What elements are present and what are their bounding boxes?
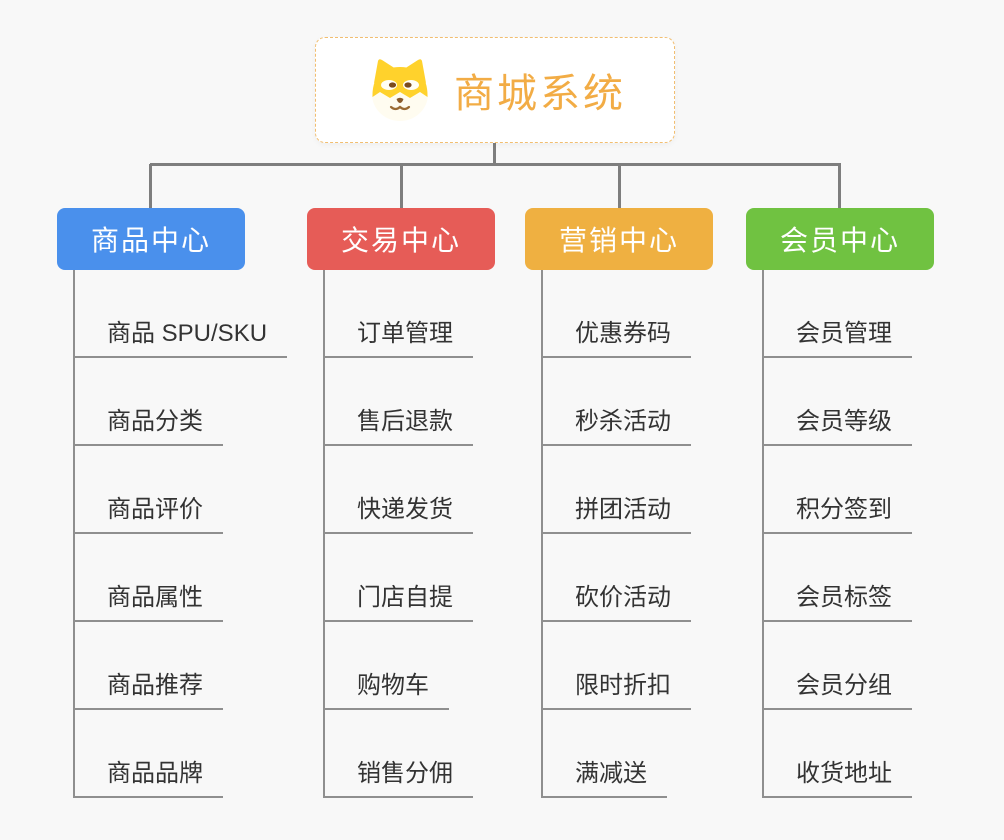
connector-stub-member xyxy=(838,164,841,208)
child-label: 拼团活动 xyxy=(543,489,691,534)
child-label: 门店自提 xyxy=(325,577,473,622)
branch-label: 营销中心 xyxy=(558,225,679,256)
child-node[interactable]: 拼团活动 xyxy=(543,446,713,534)
child-label: 会员分组 xyxy=(764,665,912,710)
child-label: 会员管理 xyxy=(764,313,912,358)
child-label: 商品分类 xyxy=(75,401,223,446)
branch-node-trade-center[interactable]: 交易中心 xyxy=(307,208,495,270)
child-label: 会员等级 xyxy=(764,401,912,446)
child-label: 商品评价 xyxy=(75,489,223,534)
branch-product-center: 商品中心 商品 SPU/SKU 商品分类 商品评价 商品属性 商品推荐 商品品牌 xyxy=(57,208,288,798)
branch-member-center: 会员中心 会员管理 会员等级 积分签到 会员标签 会员分组 收货地址 xyxy=(746,208,934,798)
child-node[interactable]: 满减送 xyxy=(543,710,713,798)
child-node[interactable]: 订单管理 xyxy=(325,270,495,358)
child-label: 收货地址 xyxy=(764,753,912,798)
child-node[interactable]: 商品品牌 xyxy=(75,710,245,798)
child-label: 购物车 xyxy=(325,665,449,710)
child-node[interactable]: 积分签到 xyxy=(764,446,934,534)
branch-node-product-center[interactable]: 商品中心 xyxy=(57,208,245,270)
child-node[interactable]: 会员分组 xyxy=(764,622,934,710)
branch-children: 会员管理 会员等级 积分签到 会员标签 会员分组 收货地址 xyxy=(762,270,934,798)
child-node[interactable]: 商品属性 xyxy=(75,534,245,622)
child-label: 积分签到 xyxy=(764,489,912,534)
connector-horizontal xyxy=(150,163,841,166)
branch-node-marketing-center[interactable]: 营销中心 xyxy=(525,208,713,270)
child-node[interactable]: 门店自提 xyxy=(325,534,495,622)
child-node[interactable]: 销售分佣 xyxy=(325,710,495,798)
child-node[interactable]: 商品分类 xyxy=(75,358,245,446)
child-node[interactable]: 商品推荐 xyxy=(75,622,245,710)
connector-stub-marketing xyxy=(618,164,621,208)
child-node[interactable]: 秒杀活动 xyxy=(543,358,713,446)
child-label: 砍价活动 xyxy=(543,577,691,622)
child-label: 订单管理 xyxy=(325,313,473,358)
child-node[interactable]: 商品评价 xyxy=(75,446,245,534)
child-label: 限时折扣 xyxy=(543,665,691,710)
child-node[interactable]: 会员管理 xyxy=(764,270,934,358)
branch-label: 商品中心 xyxy=(90,225,211,256)
child-label: 商品 SPU/SKU xyxy=(75,313,288,358)
branch-children: 订单管理 售后退款 快递发货 门店自提 购物车 销售分佣 xyxy=(323,270,495,798)
branch-label: 交易中心 xyxy=(340,225,461,256)
branch-label: 会员中心 xyxy=(779,225,900,256)
root-node[interactable]: 商城系统 xyxy=(315,37,675,143)
child-label: 会员标签 xyxy=(764,577,912,622)
child-label: 秒杀活动 xyxy=(543,401,691,446)
child-node[interactable]: 快递发货 xyxy=(325,446,495,534)
branch-trade-center: 交易中心 订单管理 售后退款 快递发货 门店自提 购物车 销售分佣 xyxy=(307,208,495,798)
root-title: 商城系统 xyxy=(454,72,626,116)
child-node[interactable]: 购物车 xyxy=(325,622,495,710)
connector-stub-product xyxy=(149,164,152,208)
connector-root-stub xyxy=(493,143,496,164)
child-label: 优惠券码 xyxy=(543,313,691,358)
child-node[interactable]: 会员标签 xyxy=(764,534,934,622)
child-node[interactable]: 会员等级 xyxy=(764,358,934,446)
child-node[interactable]: 收货地址 xyxy=(764,710,934,798)
child-node[interactable]: 砍价活动 xyxy=(543,534,713,622)
child-label: 商品推荐 xyxy=(75,665,223,710)
child-node[interactable]: 限时折扣 xyxy=(543,622,713,710)
branch-children: 优惠券码 秒杀活动 拼团活动 砍价活动 限时折扣 满减送 xyxy=(541,270,713,798)
branch-children: 商品 SPU/SKU 商品分类 商品评价 商品属性 商品推荐 商品品牌 xyxy=(73,270,288,798)
child-node[interactable]: 优惠券码 xyxy=(543,270,713,358)
child-label: 售后退款 xyxy=(325,401,473,446)
child-label: 商品品牌 xyxy=(75,753,223,798)
child-label: 商品属性 xyxy=(75,577,223,622)
connector-stub-trade xyxy=(400,164,403,208)
child-node[interactable]: 售后退款 xyxy=(325,358,495,446)
child-label: 快递发货 xyxy=(325,489,473,534)
child-label: 满减送 xyxy=(543,753,667,798)
child-label: 销售分佣 xyxy=(325,753,473,798)
branch-marketing-center: 营销中心 优惠券码 秒杀活动 拼团活动 砍价活动 限时折扣 满减送 xyxy=(525,208,713,798)
child-node[interactable]: 商品 SPU/SKU xyxy=(75,270,288,358)
shiba-dog-icon xyxy=(364,57,436,123)
branch-node-member-center[interactable]: 会员中心 xyxy=(746,208,934,270)
